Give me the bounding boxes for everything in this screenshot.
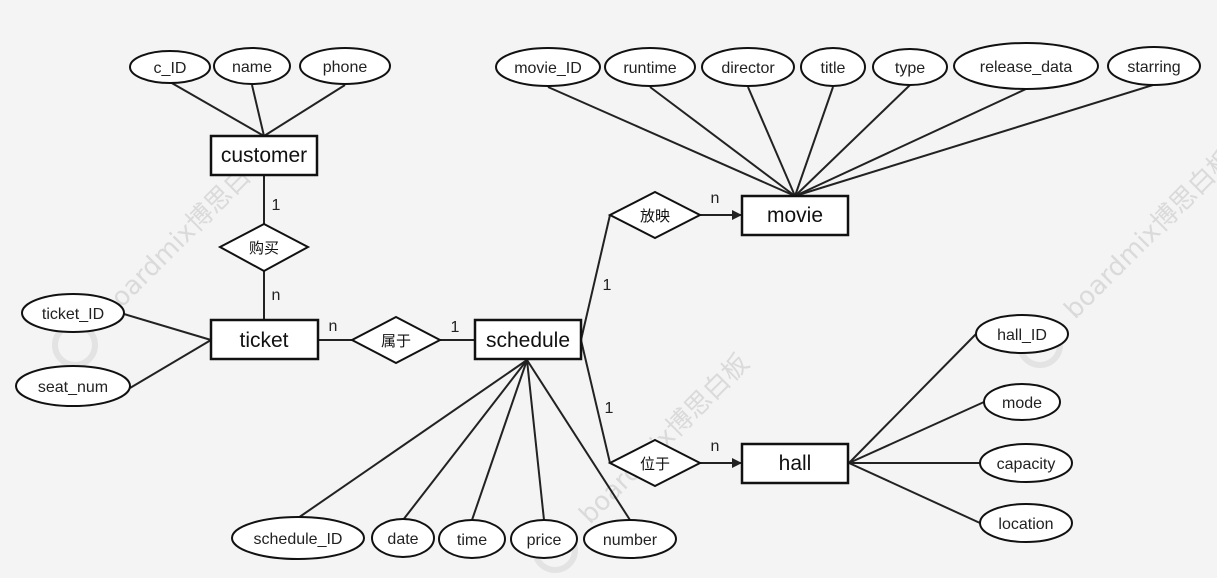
attribute-runtime[interactable]: runtime [604,47,696,87]
edge [848,401,985,464]
edge [848,333,977,464]
attribute-label: starring [1127,59,1180,76]
cardinality-label: n [711,190,720,207]
entity-schedule[interactable]: schedule [473,318,583,361]
relationship-located[interactable]: 位于 [607,438,703,488]
entity-label: movie [767,204,823,227]
relationship-buy[interactable]: 购买 [217,222,311,273]
edge [580,339,611,464]
attribute-label: movie_ID [514,60,582,77]
attribute-schedule-id[interactable]: schedule_ID [231,516,365,560]
attribute-label: schedule_ID [254,531,343,548]
attribute-release-data[interactable]: release_data [953,42,1099,90]
edge [251,84,265,137]
edge [649,86,796,197]
attribute-movie-id[interactable]: movie_ID [495,47,601,87]
attribute-label: number [603,532,658,549]
edge [526,359,631,521]
attribute-label: time [457,532,487,549]
attribute-label: name [232,59,272,76]
entity-movie[interactable]: movie [740,194,850,237]
edge [471,359,528,521]
entity-customer[interactable]: customer [209,134,319,177]
attribute-label: release_data [980,59,1073,76]
cardinality-label: 1 [603,277,612,294]
entity-hall[interactable]: hall [740,442,850,485]
watermark: boardmix博思白板 [574,348,756,530]
cardinality-label: 1 [605,400,614,417]
attribute-label: price [527,532,562,549]
edge [169,81,265,137]
edge [263,84,346,137]
relationship-label: 购买 [249,239,279,257]
entity-label: schedule [486,329,570,352]
attribute-label: type [895,60,925,77]
attribute-price[interactable]: price [510,519,578,559]
entity-ticket[interactable]: ticket [209,318,320,361]
attribute-label: hall_ID [997,327,1047,344]
edges [123,81,1154,524]
attribute-name[interactable]: name [213,47,291,85]
attribute-label: capacity [997,456,1056,473]
relationship-label: 位于 [640,455,670,473]
attribute-label: runtime [623,60,676,77]
attribute-label: seat_num [38,379,108,396]
entity-label: ticket [239,329,288,352]
attribute-label: director [721,60,775,77]
edge [123,313,212,341]
relationship-label: 放映 [640,207,670,225]
cardinality-label: 1 [272,197,281,214]
cardinality-label: n [711,438,720,455]
attribute-c-id[interactable]: c_ID [129,50,211,84]
attribute-location[interactable]: location [979,503,1073,543]
edge [794,84,911,197]
edge [547,86,796,197]
attribute-date[interactable]: date [371,518,435,558]
entity-label: hall [779,452,812,475]
edge [794,88,1027,197]
attribute-seat-num[interactable]: seat_num [15,365,131,407]
edge [794,84,1154,197]
attribute-title[interactable]: title [800,47,866,87]
edge [297,359,528,519]
attribute-hall-id[interactable]: hall_ID [975,314,1069,354]
attribute-label: c_ID [154,60,187,77]
relationship-belong[interactable]: 属于 [349,315,443,365]
attribute-ticket-id[interactable]: ticket_ID [21,293,125,333]
cardinality-label: n [329,318,338,335]
attribute-capacity[interactable]: capacity [979,443,1073,483]
attribute-label: date [387,531,418,548]
relationship-label: 属于 [381,332,411,350]
edge [580,214,611,341]
attribute-phone[interactable]: phone [299,47,391,85]
edge [402,359,528,521]
attribute-time[interactable]: time [438,519,506,559]
edge [747,86,796,197]
attribute-label: phone [323,59,368,76]
edge [848,462,981,524]
cardinality-label: 1 [451,319,460,336]
attribute-number[interactable]: number [583,519,677,559]
attribute-starring[interactable]: starring [1107,46,1201,86]
entity-label: customer [221,144,307,167]
attribute-director[interactable]: director [701,47,795,87]
attribute-label: title [821,60,846,77]
edge [129,339,212,389]
attribute-label: location [998,516,1053,533]
cardinality-label: n [272,287,281,304]
watermark: boardmix博思白板 [1059,143,1217,325]
relationship-show[interactable]: 放映 [607,190,703,240]
edge [526,359,545,521]
edge [794,86,834,197]
attribute-label: mode [1002,395,1042,412]
attribute-type[interactable]: type [872,48,948,86]
attribute-label: ticket_ID [42,306,104,323]
attribute-mode[interactable]: mode [983,383,1061,421]
